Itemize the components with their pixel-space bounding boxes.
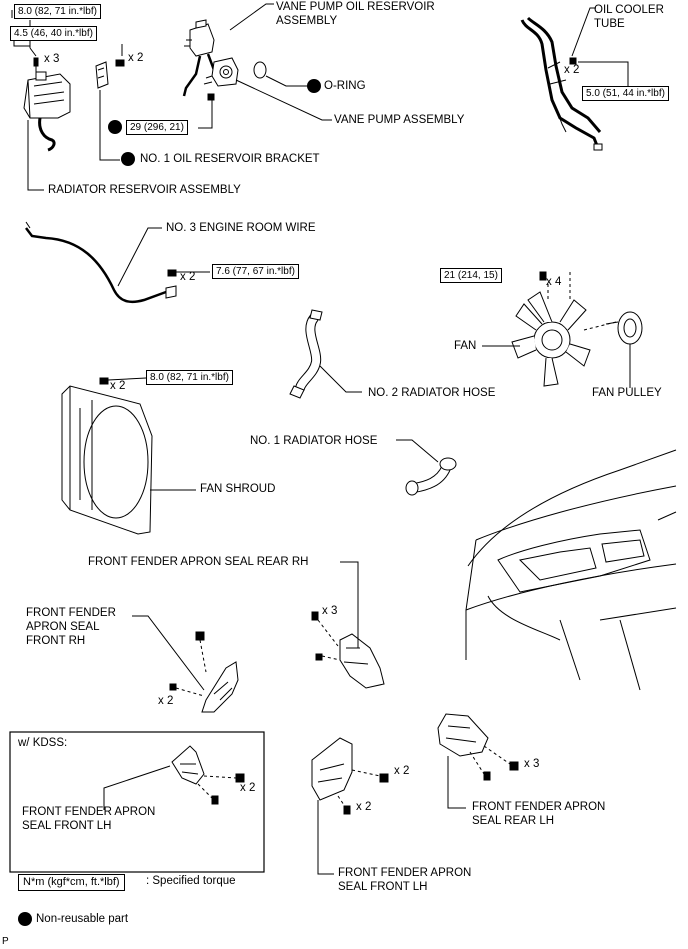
fan-drawing (511, 271, 591, 387)
radiator-reservoir-drawing (23, 57, 71, 152)
fan-shroud-drawing (61, 377, 153, 535)
label-front-fender-apron-seal-front-rh: FRONT FENDER APRON SEAL FRONT RH (26, 607, 116, 647)
apron-seal-front-lh-kdss-drawing (171, 745, 245, 805)
label-radiator-reservoir-assembly: RADIATOR RESERVOIR ASSEMBLY (48, 184, 241, 196)
label-no2-radiator-hose: NO. 2 RADIATOR HOSE (368, 387, 496, 399)
qty-fan: x 4 (546, 276, 562, 288)
label-o-ring: O-RING (324, 80, 366, 92)
non-reusable-mark-o-ring (307, 79, 321, 93)
torque-reservoir-bolt: 4.5 (46, 40 in.*lbf) (10, 26, 97, 41)
torque-reservoir-bracket: 8.0 (82, 71 in.*lbf) (14, 4, 101, 19)
legend-non-reusable-text: Non-reusable part (36, 913, 129, 925)
qty-front-rh: x 2 (158, 695, 174, 707)
label-fan: FAN (454, 340, 477, 352)
qty-bracket-bolt: x 2 (128, 52, 144, 64)
qty-rear-rh: x 3 (322, 605, 338, 617)
non-reusable-mark-vane-pump (108, 120, 122, 134)
vehicle-drawing (465, 449, 677, 691)
label-front-fender-apron-seal-rear-rh: FRONT FENDER APRON SEAL REAR RH (88, 556, 309, 568)
qty-front-lh-bottom: x 2 (356, 801, 372, 813)
corner-mark: P (2, 936, 9, 947)
torque-fan-shroud: 8.0 (82, 71 in.*lbf) (146, 370, 233, 385)
torque-fan: 21 (214, 15) (440, 268, 502, 283)
apron-seal-rear-lh-drawing (437, 713, 519, 781)
legend-torque-desc: : Specified torque (146, 875, 236, 887)
label-vane-pump-oil-reservoir: VANE PUMP OIL RESERVOIR ASSEMBLY (276, 1, 435, 27)
torque-engine-wire: 7.6 (77, 67 in.*lbf) (212, 264, 299, 279)
vane-pump-drawing (182, 19, 267, 101)
legend-non-reusable-mark (18, 912, 32, 926)
label-w-kdss: w/ KDSS: (18, 737, 68, 749)
label-no3-engine-room-wire: NO. 3 ENGINE ROOM WIRE (166, 222, 316, 234)
qty-kdss: x 2 (240, 782, 256, 794)
torque-vane-pump: 29 (296, 21) (126, 120, 188, 135)
fan-pulley-drawing (605, 311, 643, 345)
label-fan-shroud: FAN SHROUD (200, 483, 276, 495)
non-reusable-mark-bracket (121, 152, 135, 166)
label-fan-pulley: FAN PULLEY (592, 387, 662, 399)
qty-reservoir-bolt: x 3 (44, 53, 60, 65)
torque-oil-cooler: 5.0 (51, 44 in.*lbf) (582, 86, 669, 101)
qty-engine-wire: x 2 (180, 271, 196, 283)
label-vane-pump-assembly: VANE PUMP ASSEMBLY (334, 114, 465, 126)
apron-seal-front-lh-drawing (311, 737, 389, 815)
label-front-fender-apron-seal-front-lh-kdss: FRONT FENDER APRON SEAL FRONT LH (22, 806, 156, 832)
label-no1-radiator-hose: NO. 1 RADIATOR HOSE (250, 435, 378, 447)
engine-room-wire-drawing (25, 221, 177, 304)
label-front-fender-apron-seal-front-lh: FRONT FENDER APRON SEAL FRONT LH (338, 867, 472, 893)
label-no1-oil-reservoir-bracket: NO. 1 OIL RESERVOIR BRACKET (140, 153, 320, 165)
label-front-fender-apron-seal-rear-lh: FRONT FENDER APRON SEAL REAR LH (472, 801, 606, 827)
label-oil-cooler-tube: OIL COOLER TUBE (594, 4, 664, 30)
radiator-hose-2-drawing (289, 309, 323, 399)
qty-rear-lh: x 3 (524, 758, 540, 770)
oil-cooler-tube-drawing (520, 16, 603, 151)
oil-reservoir-bracket-drawing (95, 59, 125, 89)
qty-fan-shroud: x 2 (110, 380, 126, 392)
qty-oil-cooler: x 2 (564, 64, 580, 76)
radiator-hose-1-drawing (405, 457, 457, 496)
legend-torque-unit: N*m (kgf*cm, ft.*lbf) (18, 874, 125, 891)
apron-seal-front-rh-drawing (169, 631, 239, 713)
qty-front-lh-top: x 2 (394, 765, 410, 777)
apron-seal-rear-rh-drawing (311, 611, 385, 689)
